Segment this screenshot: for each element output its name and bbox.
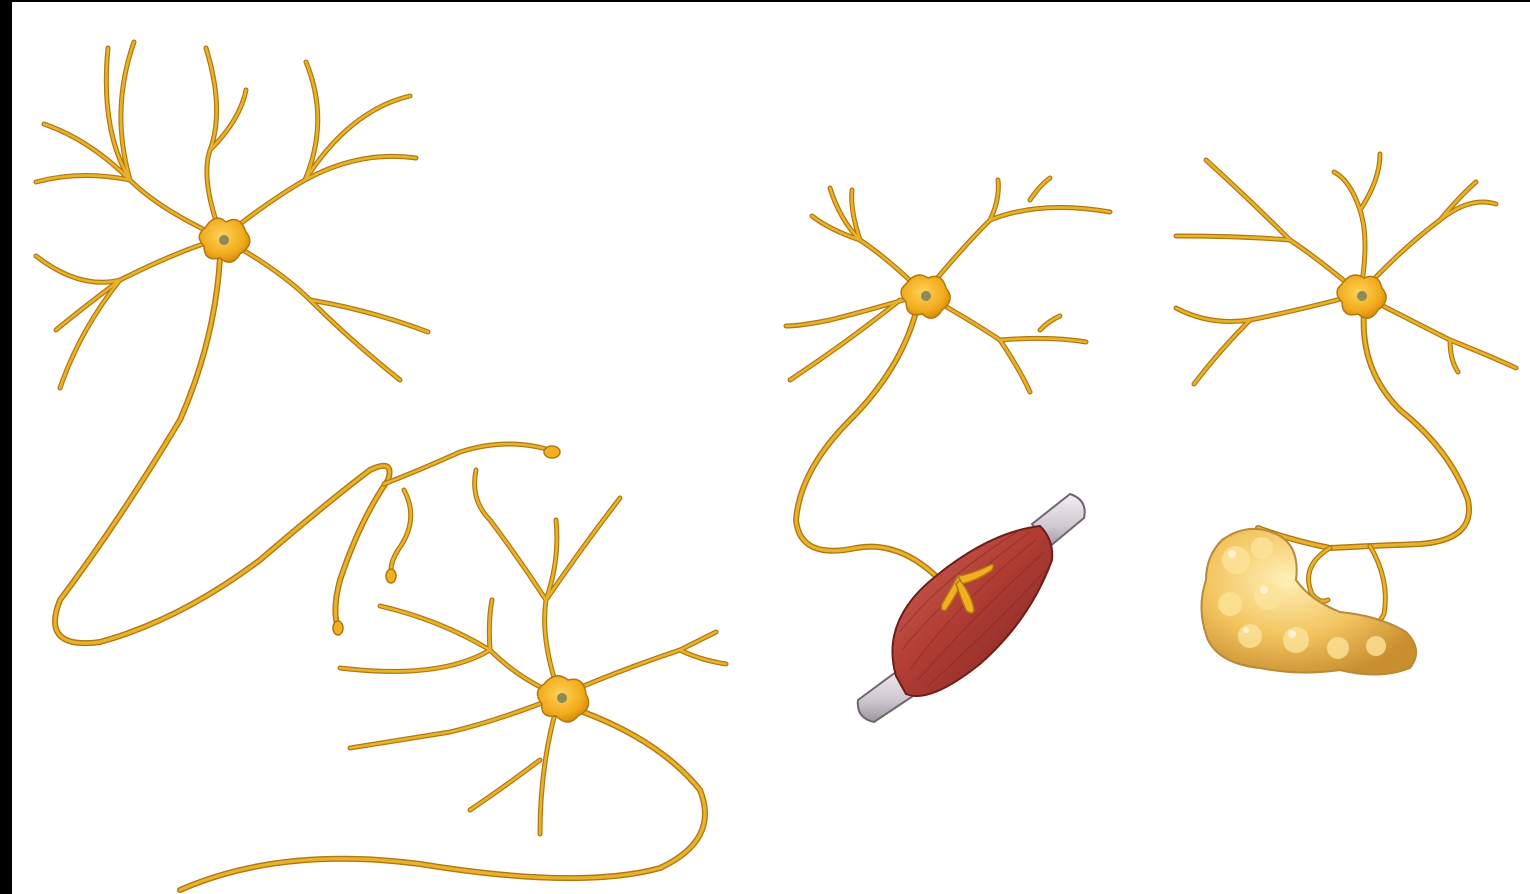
postsynaptic-dendrites [340, 470, 726, 834]
synaptic-knob [333, 621, 343, 635]
motor-neuron-dendrites [786, 178, 1110, 392]
motor-neuron-nucleus [921, 291, 931, 301]
postsynaptic-neuron [180, 470, 726, 890]
secretory-neuron-axon [1258, 312, 1469, 548]
presynaptic-neuron [36, 42, 560, 643]
synaptic-knob [544, 446, 560, 458]
postsynaptic-axon [180, 710, 705, 890]
motor-neuron-dendrites-core [786, 178, 1110, 392]
postsynaptic-nucleus [557, 693, 567, 703]
muscle-fiber-icon [858, 494, 1085, 722]
presynaptic-nucleus [219, 235, 229, 245]
presynaptic-dendrites-core [36, 42, 428, 388]
secretory-neuron-dendrites [1176, 154, 1516, 384]
presynaptic-dendrites [36, 42, 428, 388]
secretory-neuron-dendrites-core [1176, 154, 1516, 384]
synaptic-knob [386, 569, 396, 583]
secretory-neuron-nucleus [1357, 291, 1367, 301]
